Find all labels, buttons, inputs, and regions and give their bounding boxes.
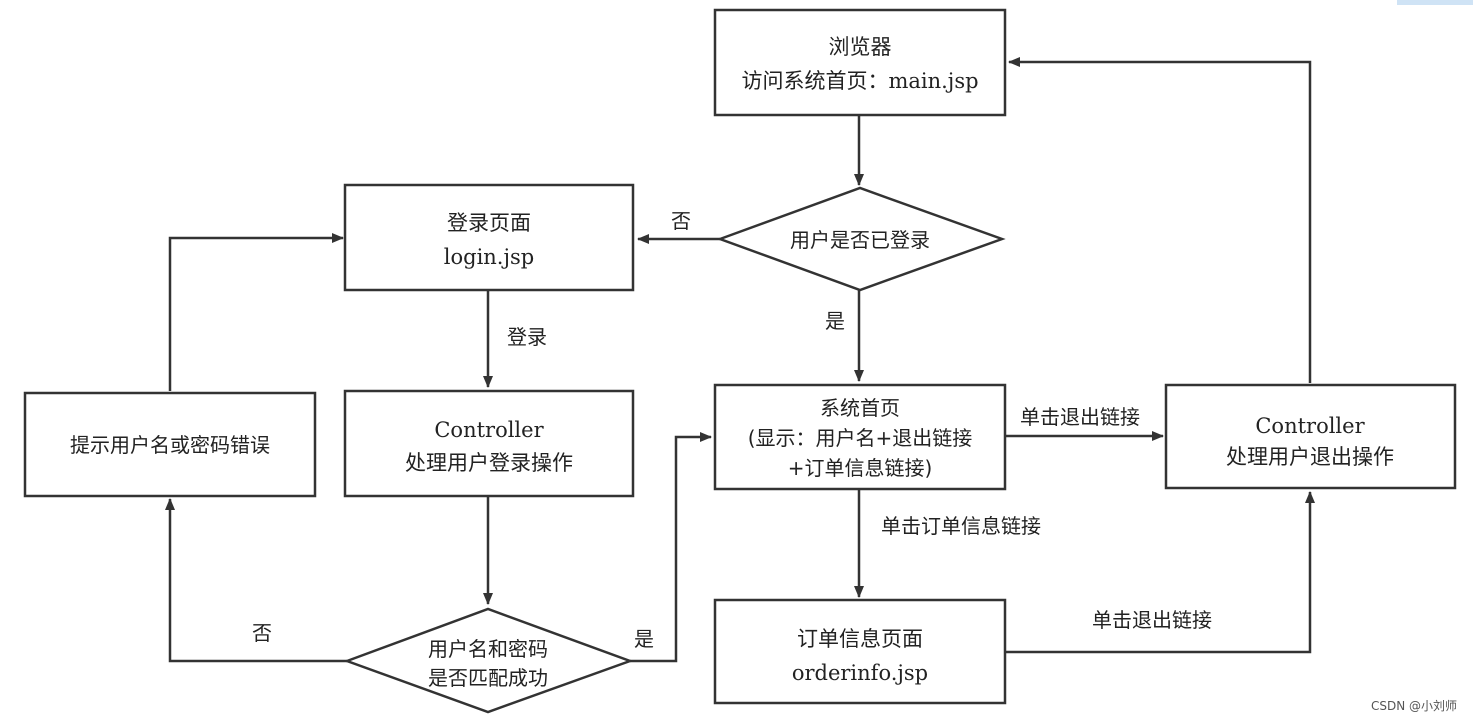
credential-decision-line1: 用户名和密码 [428,637,548,661]
order-page-node: 订单信息页面 orderinfo.jsp [713,598,1007,705]
logout-controller-title: Controller [1255,414,1365,438]
logged-in-decision-label: 用户是否已登录 [790,228,930,252]
home-page-detail-1: (显示：用户名+退出链接 [748,426,973,450]
watermark: CSDN @小刘师 [1370,699,1457,713]
label-order-link: 单击订单信息链接 [881,514,1041,538]
login-page-file: login.jsp [444,245,534,269]
logout-controller-desc: 处理用户退出操作 [1226,445,1394,469]
label-logout-from-order: 单击退出链接 [1092,608,1212,632]
error-prompt-label: 提示用户名或密码错误 [70,433,270,457]
credential-decision: 用户名和密码 是否匹配成功 [343,607,634,714]
label-logout-from-home: 单击退出链接 [1020,405,1140,429]
label-match-success: 是 [634,627,654,651]
login-controller-node: Controller 处理用户登录操作 [343,389,635,498]
credential-decision-line2: 是否匹配成功 [428,666,548,690]
login-page-title: 登录页面 [447,211,531,235]
edge-match-yes-to-home [630,432,712,663]
browser-node: 浏览器 访问系统首页：main.jsp [713,8,1007,117]
logout-controller-node: Controller 处理用户退出操作 [1164,383,1457,490]
order-page-title: 订单信息页面 [797,627,923,651]
edge-logout-controller-to-browser [1008,57,1312,383]
top-right-tab-strip [1397,0,1473,5]
login-controller-desc: 处理用户登录操作 [405,451,573,475]
home-page-detail-2: +订单信息链接) [788,456,933,480]
error-prompt-node: 提示用户名或密码错误 [23,391,317,498]
login-controller-title: Controller [434,418,544,442]
edge-order-logout-to-controller [1006,491,1315,654]
edge-match-no-to-error [165,498,347,663]
logged-in-decision: 用户是否已登录 [716,186,1006,292]
label-not-logged-in: 否 [671,209,691,233]
browser-title: 浏览器 [829,35,892,59]
edge-error-to-login [168,233,344,391]
login-page-node: 登录页面 login.jsp [343,183,635,292]
home-page-node: 系统首页 (显示：用户名+退出链接 +订单信息链接) [713,383,1007,491]
home-page-title: 系统首页 [820,396,900,420]
label-login: 登录 [507,325,547,349]
label-logged-in: 是 [825,309,845,333]
order-page-file: orderinfo.jsp [792,661,928,685]
label-match-fail: 否 [252,621,272,645]
browser-subtitle: 访问系统首页：main.jsp [741,69,978,93]
